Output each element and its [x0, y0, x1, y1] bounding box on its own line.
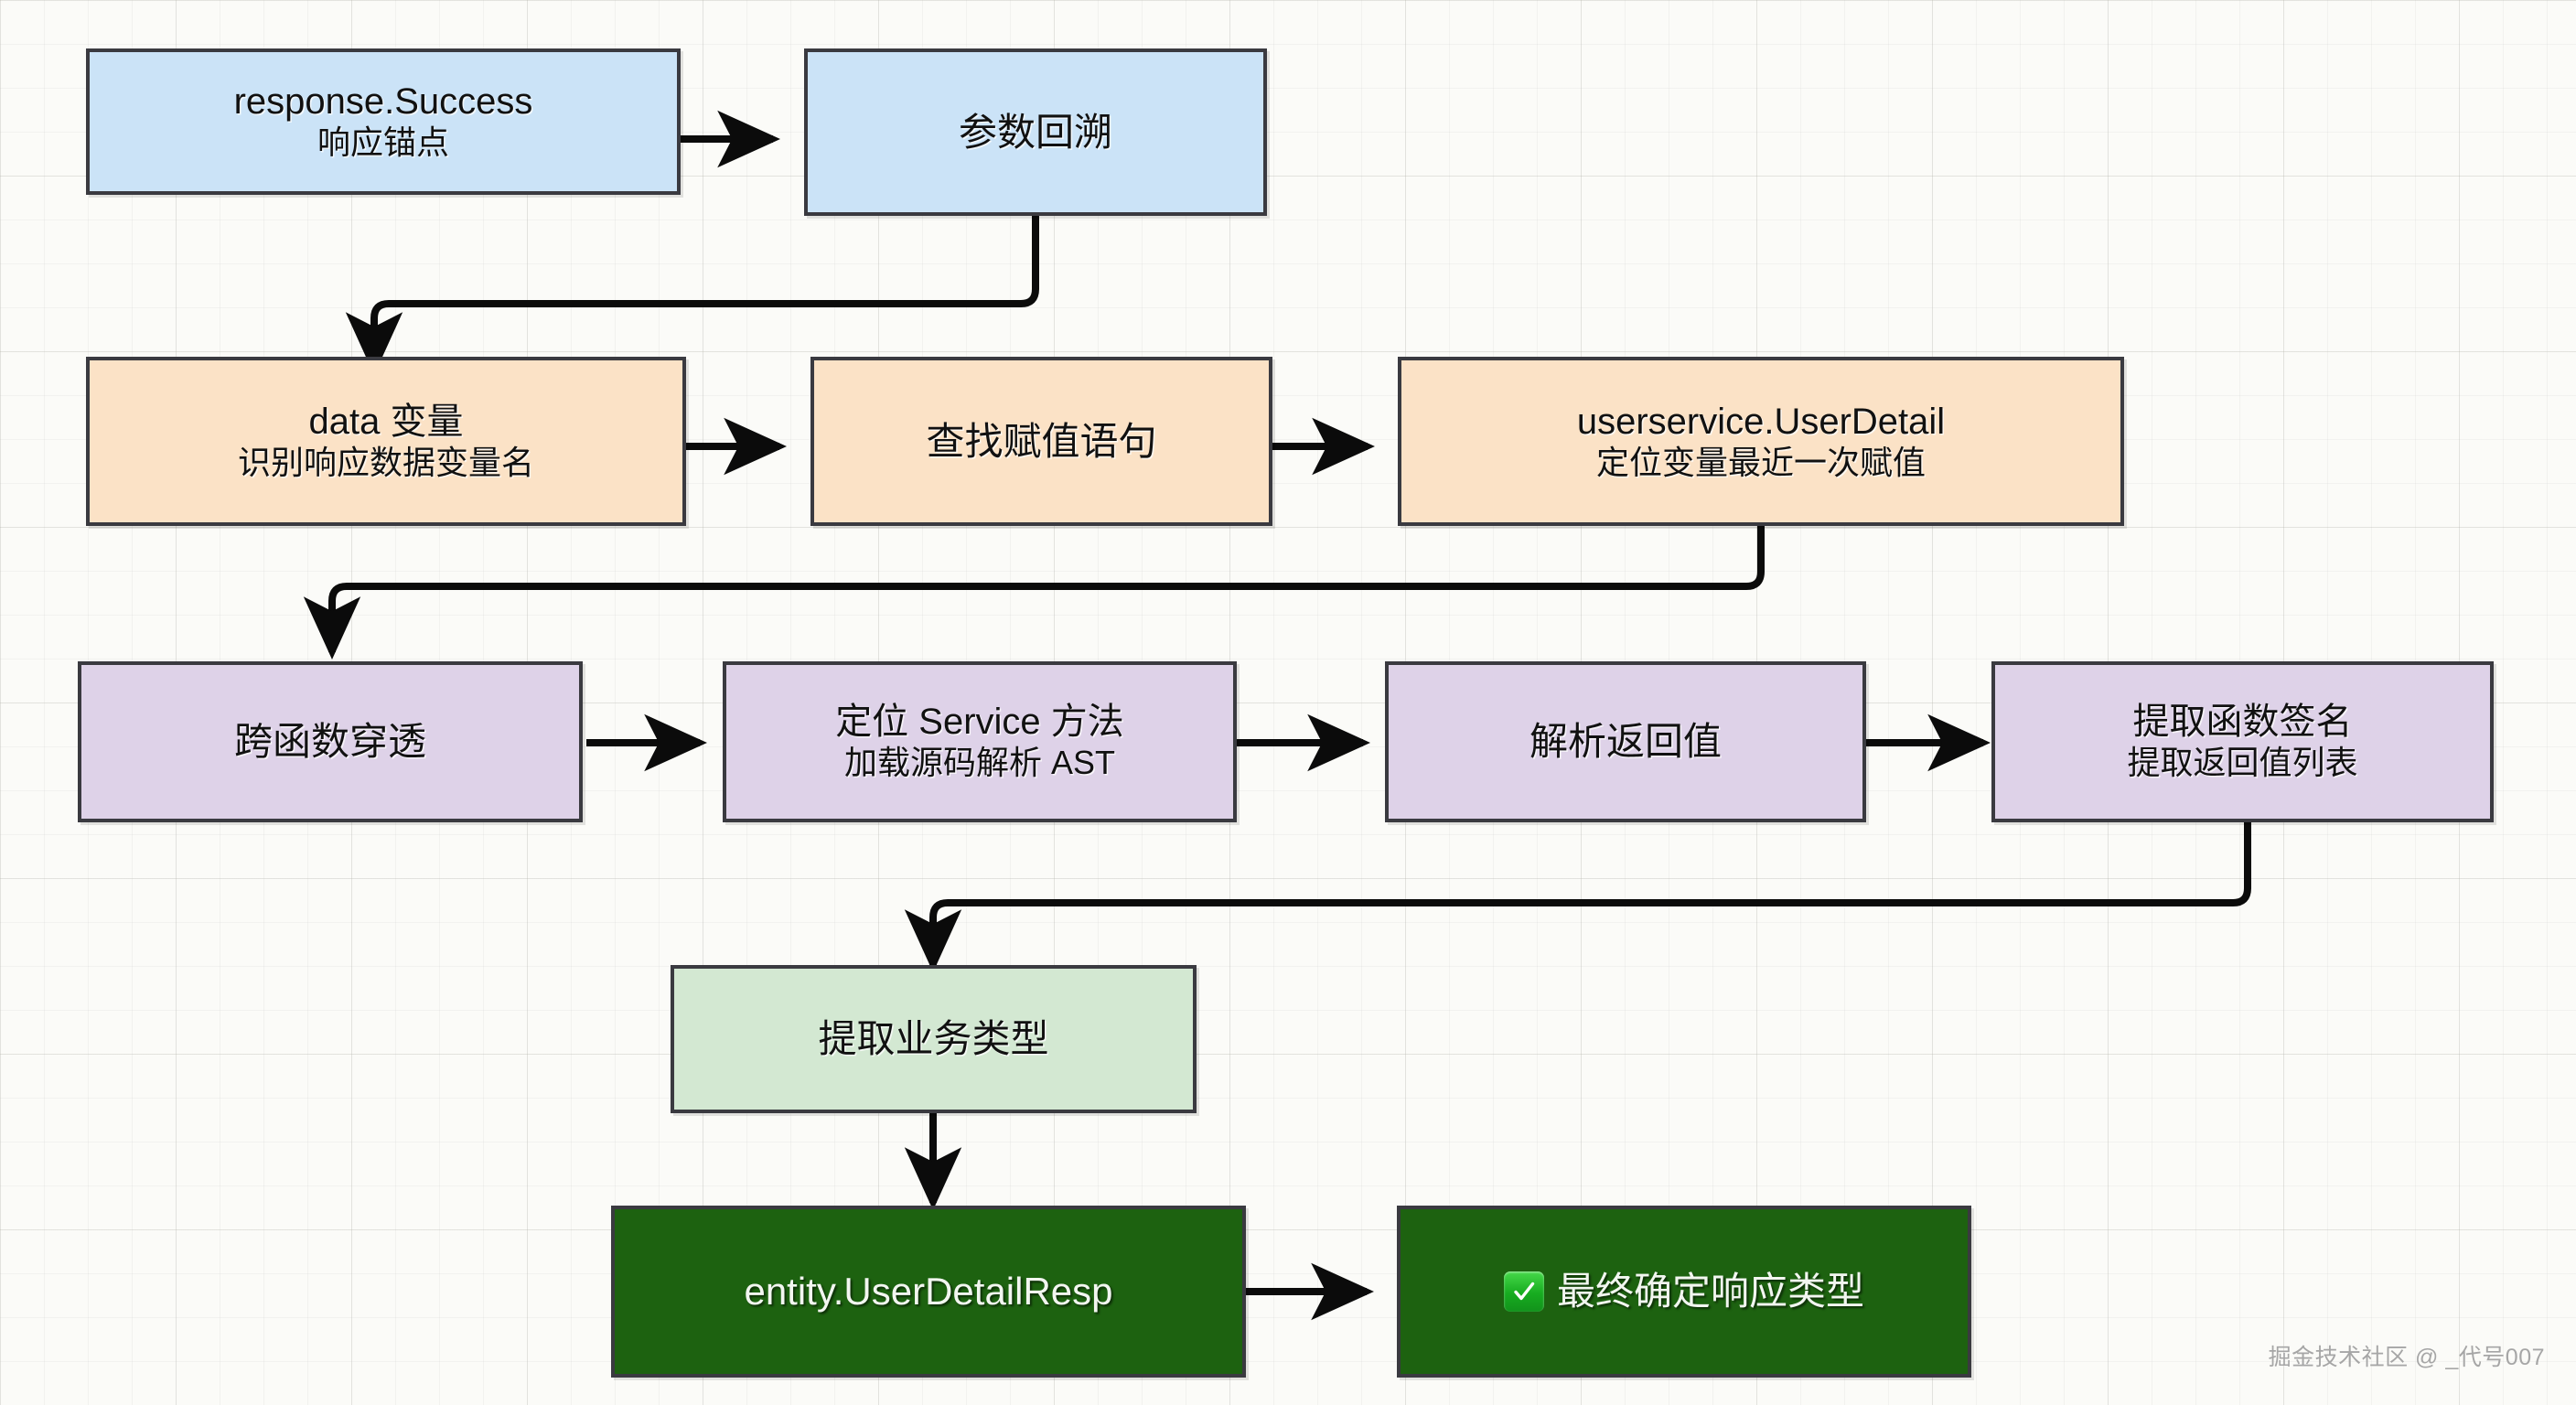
- node-entity-userdetailresp[interactable]: entity.UserDetailResp: [611, 1206, 1246, 1378]
- node-param-backtrack-line1: 参数回溯: [958, 110, 1112, 154]
- node-final-response-type-line1: 最终确定响应类型: [1556, 1270, 1864, 1314]
- node-userservice-line2: 定位变量最近一次赋值: [1595, 443, 1926, 481]
- node-response-success-line2: 响应锚点: [317, 123, 449, 162]
- node-userservice-line1: userservice.UserDetail: [1576, 401, 1946, 442]
- edge-extractsig-to-businesstype: [904, 820, 2251, 973]
- node-param-backtrack[interactable]: 参数回溯: [804, 48, 1267, 216]
- node-locate-service-line2: 加载源码解析 AST: [843, 744, 1116, 782]
- node-find-assignment[interactable]: 查找赋值语句: [810, 357, 1272, 526]
- node-final-response-type[interactable]: 最终确定响应类型: [1397, 1206, 1971, 1378]
- node-extract-signature-line2: 提取返回值列表: [2127, 744, 2358, 782]
- node-extract-signature[interactable]: 提取函数签名 提取返回值列表: [1991, 661, 2494, 822]
- node-data-var[interactable]: data 变量 识别响应数据变量名: [86, 357, 686, 526]
- node-locate-service-line1: 定位 Service 方法: [835, 702, 1124, 743]
- edge-userservice-to-crossfunc: [303, 524, 1765, 660]
- node-parse-return-value[interactable]: 解析返回值: [1385, 661, 1866, 822]
- node-extract-business-type[interactable]: 提取业务类型: [671, 965, 1197, 1113]
- node-response-success[interactable]: response.Success 响应锚点: [86, 48, 681, 195]
- edge-backtrack-to-datavar: [345, 216, 1039, 376]
- node-extract-business-type-line1: 提取业务类型: [818, 1017, 1049, 1061]
- node-cross-function[interactable]: 跨函数穿透: [78, 661, 583, 822]
- node-entity-line1: entity.UserDetailResp: [744, 1270, 1113, 1314]
- watermark: 掘金技术社区 @ _代号007: [2268, 1345, 2545, 1370]
- node-parse-return-line1: 解析返回值: [1529, 720, 1722, 764]
- check-mark-icon: [1503, 1271, 1544, 1312]
- node-cross-function-line1: 跨函数穿透: [233, 720, 426, 764]
- node-userservice-userdetail[interactable]: userservice.UserDetail 定位变量最近一次赋值: [1398, 357, 2124, 526]
- node-find-assignment-line1: 查找赋值语句: [926, 419, 1157, 463]
- node-locate-service-method[interactable]: 定位 Service 方法 加载源码解析 AST: [723, 661, 1237, 822]
- node-response-success-line1: response.Success: [233, 81, 533, 123]
- node-data-var-line1: data 变量: [308, 401, 464, 442]
- node-extract-signature-line1: 提取函数签名: [2132, 702, 2353, 743]
- node-data-var-line2: 识别响应数据变量名: [237, 443, 534, 481]
